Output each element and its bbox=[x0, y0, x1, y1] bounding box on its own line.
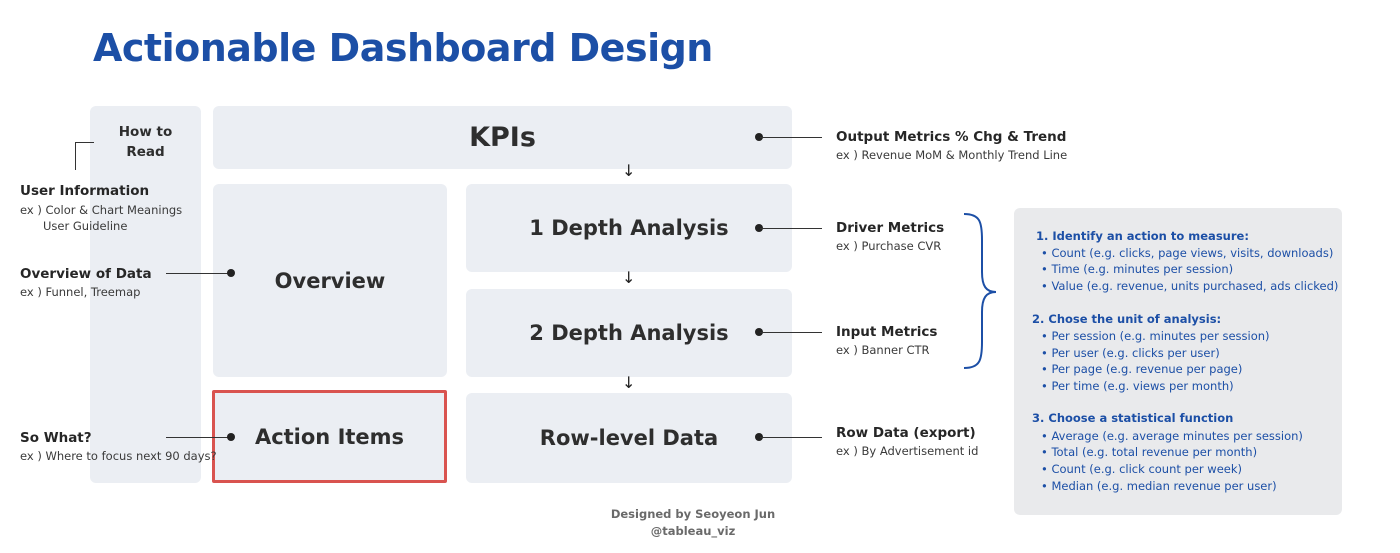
driver-metrics-title: Driver Metrics bbox=[836, 220, 945, 236]
depth2-panel: 2 Depth Analysis bbox=[466, 289, 792, 377]
so-what-sub: ex ) Where to focus next 90 days? bbox=[20, 449, 217, 463]
side-panel: 1. Identify an action to measure: • Coun… bbox=[1014, 208, 1342, 515]
connector-dot bbox=[755, 328, 763, 336]
driver-metrics-sub: ex ) Purchase CVR bbox=[836, 239, 942, 253]
arrow-down-icon: ↓ bbox=[622, 268, 636, 287]
section-title: 2. Chose the unit of analysis: bbox=[1032, 312, 1222, 326]
depth1-panel: 1 Depth Analysis bbox=[466, 184, 792, 272]
arrow-down-icon: ↓ bbox=[622, 373, 636, 392]
list-item: • Per user (e.g. clicks per user) bbox=[1041, 346, 1220, 360]
list-item: • Average (e.g. average minutes per sess… bbox=[1041, 429, 1303, 443]
output-metrics-sub: ex ) Revenue MoM & Monthly Trend Line bbox=[836, 148, 1068, 162]
overview-data-sub: ex ) Funnel, Treemap bbox=[20, 285, 141, 299]
connector-dot bbox=[227, 433, 235, 441]
overview-data-title: Overview of Data bbox=[20, 266, 152, 282]
connector-line bbox=[166, 437, 230, 438]
connector-line bbox=[75, 142, 76, 170]
row-data-sub: ex ) By Advertisement id bbox=[836, 444, 979, 458]
connector-line bbox=[760, 332, 822, 333]
user-info-sub2: User Guideline bbox=[43, 219, 128, 233]
list-item: • Value (e.g. revenue, units purchased, … bbox=[1041, 279, 1339, 293]
credit-line2: @tableau_viz bbox=[650, 524, 736, 538]
list-item: • Total (e.g. total revenue per month) bbox=[1041, 445, 1258, 459]
user-info-title: User Information bbox=[20, 183, 150, 199]
list-item: • Time (e.g. minutes per session) bbox=[1041, 262, 1234, 276]
section-title: 1. Identify an action to measure: bbox=[1036, 229, 1249, 243]
row-level-panel: Row-level Data bbox=[466, 393, 792, 483]
connector-dot bbox=[755, 133, 763, 141]
curly-brace-icon bbox=[963, 213, 997, 369]
row-data-title: Row Data (export) bbox=[836, 425, 976, 441]
credit-line1: Designed by Seoyeon Jun bbox=[610, 507, 776, 521]
list-item: • Median (e.g. median revenue per user) bbox=[1041, 479, 1277, 493]
connector-line bbox=[75, 142, 94, 143]
connector-dot bbox=[755, 224, 763, 232]
how-to-read-panel: How to Read bbox=[90, 106, 201, 483]
arrow-down-icon: ↓ bbox=[622, 161, 636, 180]
output-metrics-title: Output Metrics % Chg & Trend bbox=[836, 129, 1067, 145]
connector-dot bbox=[227, 269, 235, 277]
user-info-sub1: ex ) Color & Chart Meanings bbox=[20, 203, 183, 217]
connector-line bbox=[166, 273, 230, 274]
kpis-panel: KPIs bbox=[213, 106, 792, 169]
connector-line bbox=[760, 228, 822, 229]
connector-line bbox=[760, 437, 822, 438]
input-metrics-sub: ex ) Banner CTR bbox=[836, 343, 930, 357]
list-item: • Count (e.g. click count per week) bbox=[1041, 462, 1243, 476]
so-what-title: So What? bbox=[20, 430, 92, 446]
connector-line bbox=[760, 137, 822, 138]
page-title: Actionable Dashboard Design bbox=[93, 26, 713, 70]
list-item: • Count (e.g. clicks, page views, visits… bbox=[1041, 246, 1334, 260]
list-item: • Per page (e.g. revenue per page) bbox=[1041, 362, 1243, 376]
action-items-panel: Action Items bbox=[212, 390, 447, 483]
overview-panel: Overview bbox=[213, 184, 447, 377]
list-item: • Per session (e.g. minutes per session) bbox=[1041, 329, 1270, 343]
list-item: • Per time (e.g. views per month) bbox=[1041, 379, 1234, 393]
section-title: 3. Choose a statistical function bbox=[1032, 411, 1234, 425]
connector-dot bbox=[755, 433, 763, 441]
input-metrics-title: Input Metrics bbox=[836, 324, 938, 340]
